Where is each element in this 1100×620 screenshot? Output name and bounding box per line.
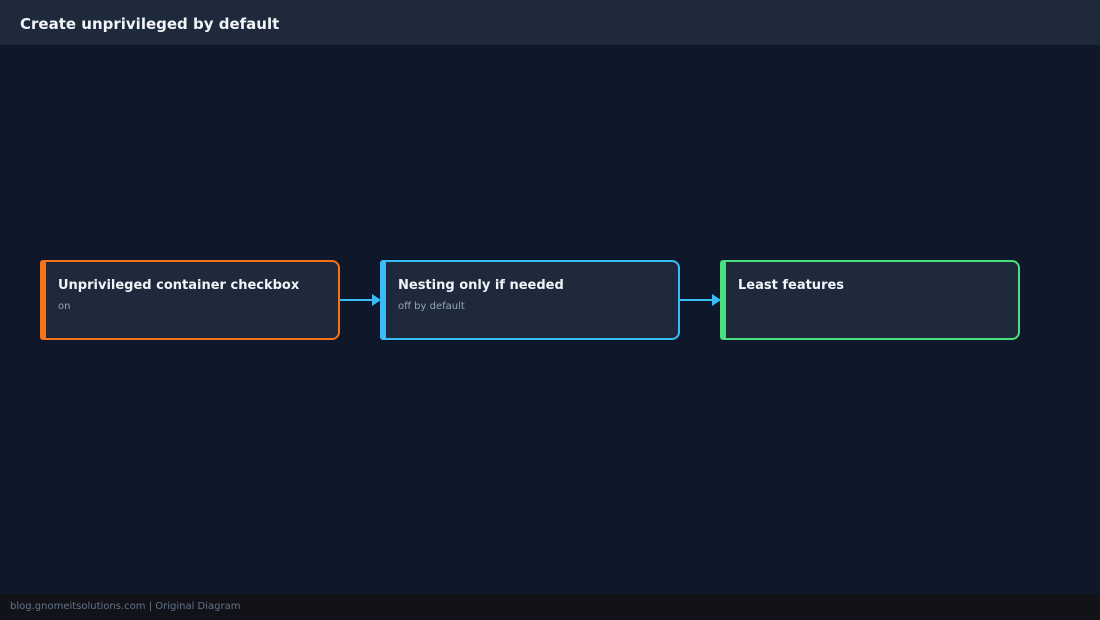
header-bar: Create unprivileged by default <box>0 0 1100 45</box>
arrowhead-node-3 <box>712 294 721 306</box>
node-title: Unprivileged container checkbox <box>58 278 300 293</box>
node-subtitle: on <box>58 301 71 312</box>
footer-credit: blog.gnomeitsolutions.com | Original Dia… <box>10 601 241 612</box>
node-title: Nesting only if needed <box>398 278 564 293</box>
node-subtitle: off by default <box>398 301 465 312</box>
diagram-canvas: Unprivileged container checkbox on Nesti… <box>0 45 1100 594</box>
arrowhead-node-2 <box>372 294 381 306</box>
node-least-features: Least features <box>720 260 1020 340</box>
page-title: Create unprivileged by default <box>20 15 280 33</box>
footer-bar: blog.gnomeitsolutions.com | Original Dia… <box>0 594 1100 620</box>
node-title: Least features <box>738 278 845 293</box>
node-nesting-only-if-needed: Nesting only if needed off by default <box>380 260 680 340</box>
connector-layer <box>340 294 721 306</box>
node-unprivileged-container-checkbox: Unprivileged container checkbox on <box>40 260 340 340</box>
